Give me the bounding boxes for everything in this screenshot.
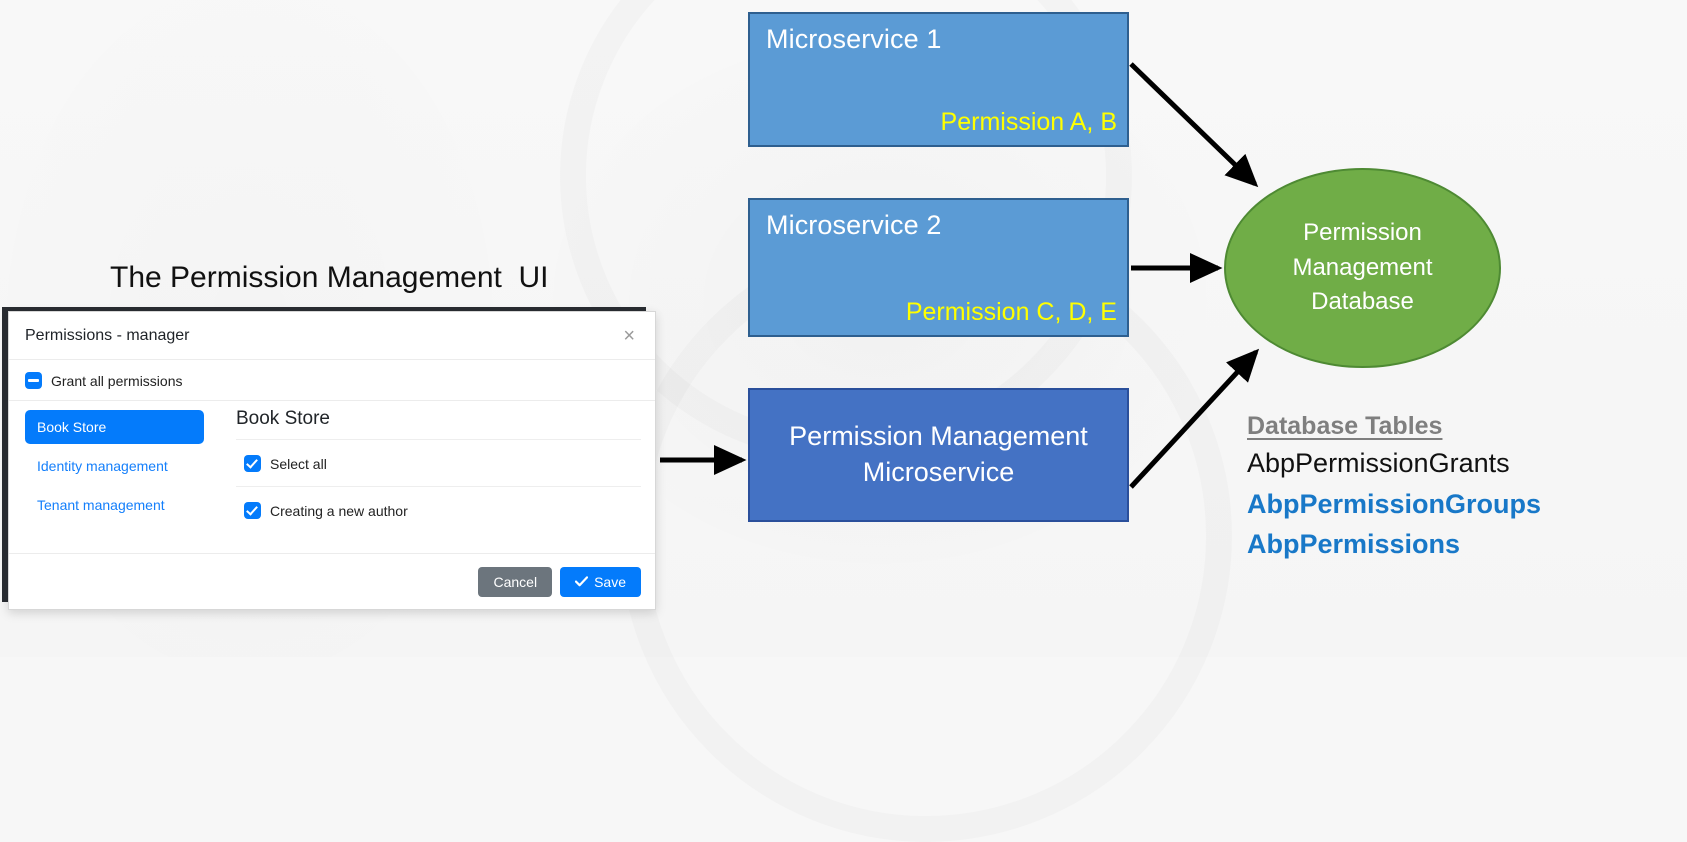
grant-all-permissions-checkbox[interactable] (25, 372, 42, 389)
permission-management-database-ellipse: Permission Management Database (1224, 168, 1501, 368)
dialog-title: Permissions - manager (25, 326, 190, 344)
database-label-line-3: Database (1311, 288, 1414, 316)
database-tables-legend: Database Tables AbpPermissionGrants AbpP… (1247, 412, 1541, 565)
nav-item-tenant-management[interactable]: Tenant management (37, 497, 165, 513)
close-icon[interactable]: × (619, 324, 639, 348)
table-name-abppermissiongroups: AbpPermissionGroups (1247, 488, 1542, 519)
permission-management-microservice-title: Permission Management Microservice (789, 421, 1088, 487)
arrow-ms1-to-db (1129, 62, 1259, 188)
microservice-1-title: Microservice 1 (766, 24, 942, 54)
creating-a-new-author-label: Creating a new author (270, 502, 408, 519)
select-all-checkbox[interactable] (244, 455, 261, 472)
database-label-line-2: Management (1292, 253, 1433, 281)
database-tables-heading: Database Tables (1247, 412, 1443, 440)
check-icon (575, 576, 589, 587)
dialog-header: Permissions - manager × (9, 312, 655, 360)
database-label-line-1: Permission (1303, 218, 1422, 246)
dialog-body: Book Store Identity management Tenant ma… (9, 401, 655, 533)
nav-item-book-store[interactable]: Book Store (25, 410, 204, 444)
dialog-footer: Cancel Save (9, 553, 655, 609)
cancel-button[interactable]: Cancel (478, 566, 553, 597)
table-name-abppermissions: AbpPermissions (1247, 529, 1461, 559)
microservice-2-title: Microservice 2 (766, 210, 942, 240)
grant-all-permissions-row[interactable]: Grant all permissions (9, 360, 655, 401)
dialog-group-nav: Book Store Identity management Tenant ma… (9, 401, 214, 533)
select-all-label: Select all (270, 455, 327, 472)
microservice-1-permissions: Permission A, B (940, 108, 1117, 137)
microservice-1-box: Microservice 1 Permission A, B (748, 12, 1129, 147)
permission-row-select-all[interactable]: Select all (236, 440, 641, 487)
save-button[interactable]: Save (560, 566, 641, 597)
ui-caption: The Permission Management UI (110, 261, 549, 294)
nav-item-identity-management[interactable]: Identity management (37, 458, 168, 474)
permissions-dialog: Permissions - manager × Grant all permis… (8, 311, 656, 610)
creating-a-new-author-checkbox[interactable] (244, 502, 261, 519)
permission-management-microservice-box: Permission Management Microservice (748, 388, 1129, 522)
database-label: Permission Management Database (1292, 216, 1432, 320)
permission-row-creating-a-new-author[interactable]: Creating a new author (236, 487, 641, 533)
pane-title: Book Store (236, 408, 641, 440)
save-button-label: Save (594, 573, 626, 590)
grant-all-permissions-label: Grant all permissions (51, 372, 183, 389)
table-name-abppermissiongrants: AbpPermissionGrants (1247, 448, 1510, 478)
dialog-permission-pane: Book Store Select all Creating a new aut… (214, 401, 655, 533)
microservice-2-box: Microservice 2 Permission C, D, E (748, 198, 1129, 337)
microservice-2-permissions: Permission C, D, E (905, 298, 1117, 327)
